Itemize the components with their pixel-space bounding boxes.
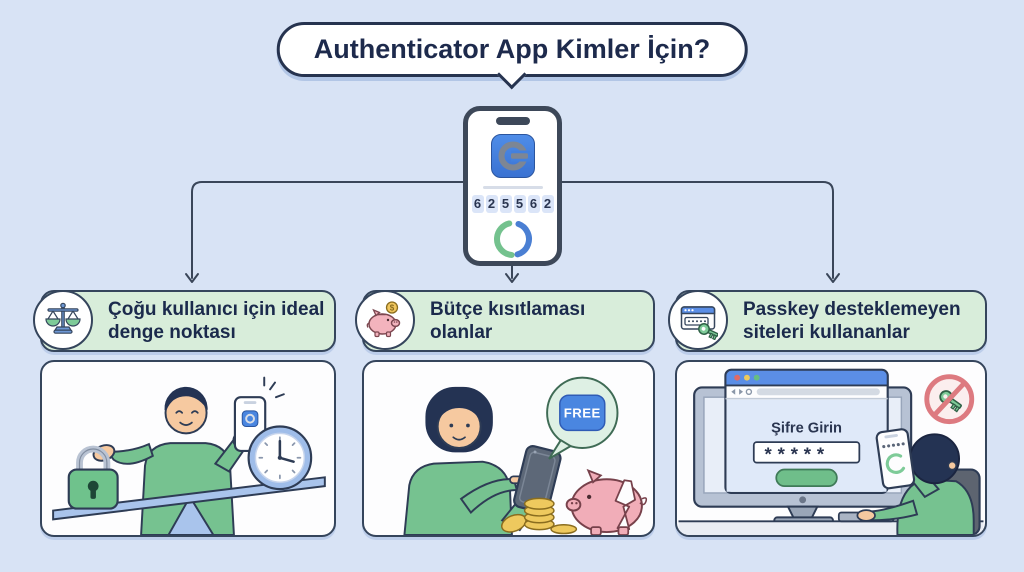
card-balance-badge [33, 290, 93, 350]
otp-digit: 6 [471, 195, 484, 213]
authenticator-app-icon [490, 134, 535, 178]
speech-bubble-tail [497, 59, 527, 90]
title-bubble: Authenticator App Kimler İçin? [276, 22, 748, 90]
card-budget-badge: $ [355, 290, 415, 350]
man-at-desk-figure [856, 433, 975, 535]
card-balance: Çoğu kullanıcı için ideal denge noktası [33, 290, 336, 537]
card-passkey: Passkey desteklemeyen siteleri kullananl… [668, 290, 987, 537]
card-budget-title: Bütçe kısıtlaması olanlar [430, 298, 586, 343]
browser-toolbar [725, 388, 888, 400]
card-passkey-badge [668, 290, 728, 350]
piggy-bank-icon: $ [366, 301, 401, 338]
otp-phone-icon [875, 428, 916, 490]
arrowhead-left [185, 273, 199, 283]
otp-digit: 2 [541, 195, 554, 213]
countdown-ring-icon [493, 220, 532, 258]
balance-illustration [52, 376, 326, 535]
card-balance-illustration [40, 360, 336, 537]
otp-digit: 2 [485, 195, 498, 213]
padlock-icon [67, 445, 119, 510]
free-speech-bubble: FREE [546, 376, 619, 460]
phone-notch [495, 117, 530, 125]
page-title: Authenticator App Kimler İçin? [313, 34, 711, 64]
otp-digit: 5 [513, 195, 526, 213]
clock-icon [247, 425, 313, 491]
browser-window: Şifre Girin ***** [724, 368, 889, 495]
woman-figure [403, 386, 543, 535]
coins-icon [501, 497, 578, 535]
no-passkey-icon [924, 374, 975, 425]
card-passkey-header: Passkey desteklemeyen siteleri kullananl… [668, 290, 987, 352]
phone-divider [482, 186, 543, 189]
arrowhead-right [826, 273, 840, 283]
otp-code: 6 2 5 5 6 2 [471, 195, 554, 213]
browser-password-key-icon [680, 306, 718, 340]
cracked-piggy-bank-icon [565, 468, 648, 535]
budget-illustration: FREE [403, 376, 648, 535]
card-passkey-illustration: Şifre Girin ***** [675, 360, 987, 537]
card-passkey-title: Passkey desteklemeyen siteleri kullananl… [743, 298, 961, 343]
card-budget: $ Bütçe kısıtlaması olanlar [355, 290, 655, 537]
svg-text:$: $ [390, 303, 395, 312]
otp-digit: 5 [499, 195, 512, 213]
password-mask: ***** [765, 444, 830, 465]
authenticator-glyph [498, 141, 530, 171]
card-budget-header: $ Bütçe kısıtlaması olanlar [355, 290, 655, 352]
otp-digit: 6 [527, 195, 540, 213]
free-label: FREE [564, 406, 601, 421]
authenticator-phone: 6 2 5 5 6 2 [463, 106, 562, 266]
passkey-illustration: Şifre Girin ***** [678, 368, 984, 535]
card-balance-title: Çoğu kullanıcı için ideal denge noktası [108, 298, 325, 343]
password-heading: Şifre Girin [771, 420, 842, 436]
card-budget-illustration: FREE [362, 360, 655, 537]
man-figure [92, 386, 250, 535]
arrowhead-middle [505, 273, 519, 283]
balance-scale-icon [45, 302, 81, 334]
card-balance-header: Çoğu kullanıcı için ideal denge noktası [33, 290, 336, 352]
seesaw [52, 476, 326, 535]
